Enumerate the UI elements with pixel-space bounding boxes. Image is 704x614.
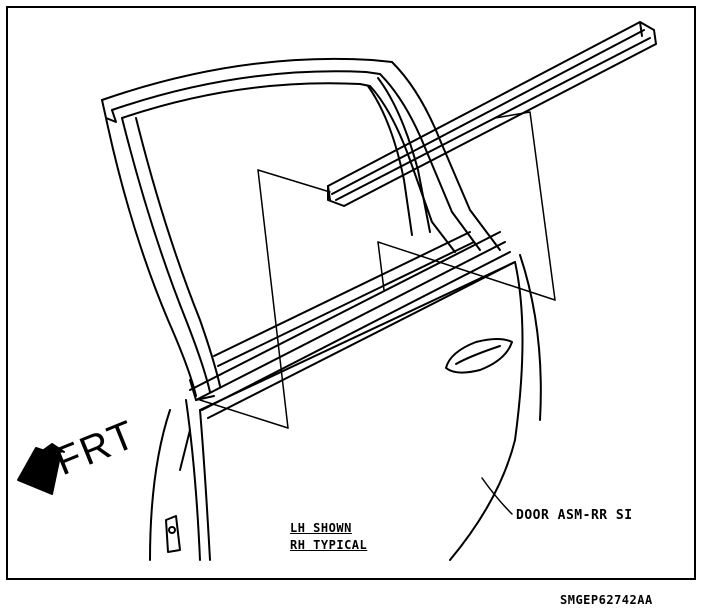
front-arrow-icon [17,447,61,495]
section-planes [199,111,556,429]
weatherstrip-channel [327,21,657,207]
latch-hardware [165,429,191,553]
note-rh-typical: RH TYPICAL [290,538,368,552]
door-belt-line [189,231,516,419]
front-arrow-head [29,443,65,461]
figure-id: SMGEP62742AA [560,593,653,607]
door-handle [445,338,513,374]
door-panel [149,254,542,561]
callout-leader [481,477,513,515]
note-lh-shown: LH SHOWN [290,521,352,535]
window-frame [101,57,501,397]
diagram-frame [6,6,696,580]
door-assembly-callout: DOOR ASM-RR SI [516,508,633,523]
